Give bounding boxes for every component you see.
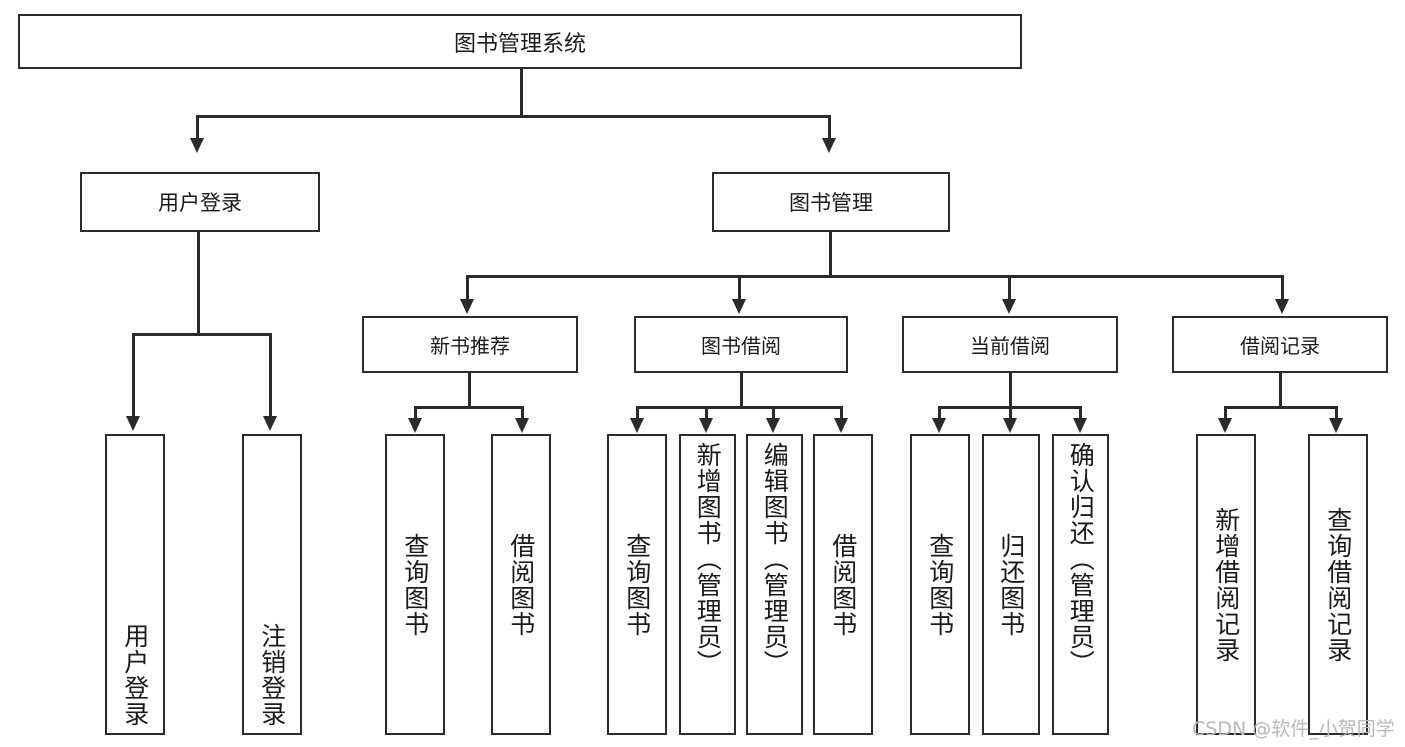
node-label: 确认归还（管理员） (1066, 442, 1096, 676)
node-label: 查询图书 (622, 532, 652, 637)
connector-drop-leaf-add-borrow-record (1224, 406, 1227, 420)
node-label: 新增图书（管理员） (693, 442, 723, 676)
watermark-text: CSDN @软件_小贺同学 (1192, 718, 1395, 740)
node-book-borrow[interactable]: 图书借阅 (634, 316, 848, 373)
node-label: 图书管理系统 (453, 31, 586, 57)
arrowhead-leaf-borrow-book-1 (515, 418, 529, 433)
arrowhead-leaf-user-login (126, 416, 140, 431)
leaf-user-logout[interactable]: 注销登录 (242, 434, 302, 735)
leaf-query-book-current[interactable]: 查询图书 (910, 434, 970, 735)
connector-root-bus (197, 115, 831, 118)
leaf-edit-book-admin[interactable]: 编辑图书（管理员） (746, 434, 803, 735)
node-label: 借阅图书 (506, 532, 536, 637)
node-label: 用户登录 (120, 623, 150, 727)
node-label: 借阅图书 (828, 532, 858, 637)
connector-drop-book-borrow (738, 275, 741, 301)
node-label: 新书推荐 (430, 334, 510, 358)
connector-borrow-record-bus (1224, 406, 1337, 409)
connector-drop-leaf-add-book-admin (705, 406, 708, 420)
connector-drop-leaf-query-borrow-record (1335, 406, 1338, 420)
arrowhead-leaf-query-book-3 (932, 418, 946, 433)
node-label: 借阅记录 (1240, 334, 1320, 358)
connector-drop-leaf-user-logout (269, 333, 272, 418)
arrowhead-leaf-user-logout (263, 416, 277, 431)
connector-drop-leaf-return-book (1009, 406, 1012, 420)
arrowhead-leaf-borrow-book-2 (834, 418, 848, 433)
connector-drop-current-borrow (1008, 275, 1011, 301)
node-label: 注销登录 (257, 623, 287, 727)
node-current-borrow[interactable]: 当前借阅 (902, 316, 1118, 373)
arrowhead-leaf-add-borrow-record (1218, 418, 1232, 433)
connector-user-login-trunk (197, 232, 200, 335)
arrowhead-book-management (822, 138, 836, 153)
node-new-book-recommend[interactable]: 新书推荐 (362, 316, 578, 373)
node-borrow-record[interactable]: 借阅记录 (1172, 316, 1388, 373)
connector-drop-new-book-recommend (466, 275, 469, 301)
connector-borrow-record-trunk (1279, 373, 1282, 409)
node-user-login[interactable]: 用户登录 (80, 172, 320, 232)
node-book-management-system[interactable]: 图书管理系统 (18, 14, 1022, 69)
connector-drop-leaf-query-book-2 (636, 406, 639, 420)
leaf-borrow-book-new-recommend[interactable]: 借阅图书 (491, 434, 551, 735)
arrowhead-borrow-record (1275, 299, 1289, 314)
connector-root-trunk (520, 69, 523, 117)
connector-root-drop-book-management (828, 115, 831, 140)
connector-current-borrow-trunk (1009, 373, 1012, 409)
connector-drop-leaf-query-book-3 (938, 406, 941, 420)
connector-drop-leaf-edit-book-admin (772, 406, 775, 420)
arrowhead-user-login (190, 138, 204, 153)
node-label: 新增借阅记录 (1211, 506, 1241, 663)
leaf-query-borrow-record[interactable]: 查询借阅记录 (1308, 434, 1368, 735)
connector-drop-leaf-borrow-book-1 (521, 406, 524, 420)
connector-drop-leaf-borrow-book-2 (840, 406, 843, 420)
connector-drop-leaf-confirm-return-admin (1079, 406, 1082, 420)
leaf-borrow-book-borrow[interactable]: 借阅图书 (813, 434, 873, 735)
connector-new-book-recommend-bus (414, 406, 524, 409)
arrowhead-leaf-edit-book-admin (766, 418, 780, 433)
connector-book-borrow-bus (636, 406, 842, 409)
connector-book-management-trunk (829, 232, 832, 277)
arrowhead-leaf-return-book (1003, 418, 1017, 433)
connector-book-management-bus (466, 275, 1284, 278)
connector-book-borrow-trunk (740, 373, 743, 409)
node-label: 编辑图书（管理员） (760, 442, 790, 676)
node-label: 当前借阅 (970, 334, 1050, 358)
node-label: 图书借阅 (701, 334, 781, 358)
connector-drop-borrow-record (1281, 275, 1284, 301)
leaf-add-book-admin[interactable]: 新增图书（管理员） (679, 434, 736, 735)
node-label: 用户登录 (158, 191, 242, 215)
leaf-confirm-return-admin[interactable]: 确认归还（管理员） (1052, 434, 1109, 735)
arrowhead-book-borrow (732, 299, 746, 314)
arrowhead-leaf-add-book-admin (699, 418, 713, 433)
node-label: 查询图书 (925, 532, 955, 637)
connector-drop-leaf-query-book-1 (414, 406, 417, 420)
leaf-return-book[interactable]: 归还图书 (982, 434, 1040, 735)
arrowhead-leaf-query-book-1 (408, 418, 422, 433)
connector-new-book-recommend-trunk (468, 373, 471, 409)
node-book-management[interactable]: 图书管理 (712, 172, 950, 232)
leaf-query-book-new-recommend[interactable]: 查询图书 (385, 434, 445, 735)
node-label: 查询图书 (400, 532, 430, 637)
node-label: 归还图书 (996, 532, 1026, 637)
connector-user-login-bus (132, 333, 272, 336)
arrowhead-leaf-query-book-2 (630, 418, 644, 433)
arrowhead-leaf-query-borrow-record (1329, 418, 1343, 433)
node-label: 图书管理 (789, 191, 873, 215)
arrowhead-current-borrow (1002, 299, 1016, 314)
leaf-add-borrow-record[interactable]: 新增借阅记录 (1196, 434, 1256, 735)
connector-drop-leaf-user-login (132, 333, 135, 418)
connector-root-drop-user-login (196, 115, 199, 140)
leaf-query-book-borrow[interactable]: 查询图书 (607, 434, 667, 735)
arrowhead-leaf-confirm-return-admin (1073, 418, 1087, 433)
arrowhead-new-book-recommend (460, 299, 474, 314)
node-label: 查询借阅记录 (1323, 506, 1353, 663)
leaf-user-login[interactable]: 用户登录 (105, 434, 165, 735)
